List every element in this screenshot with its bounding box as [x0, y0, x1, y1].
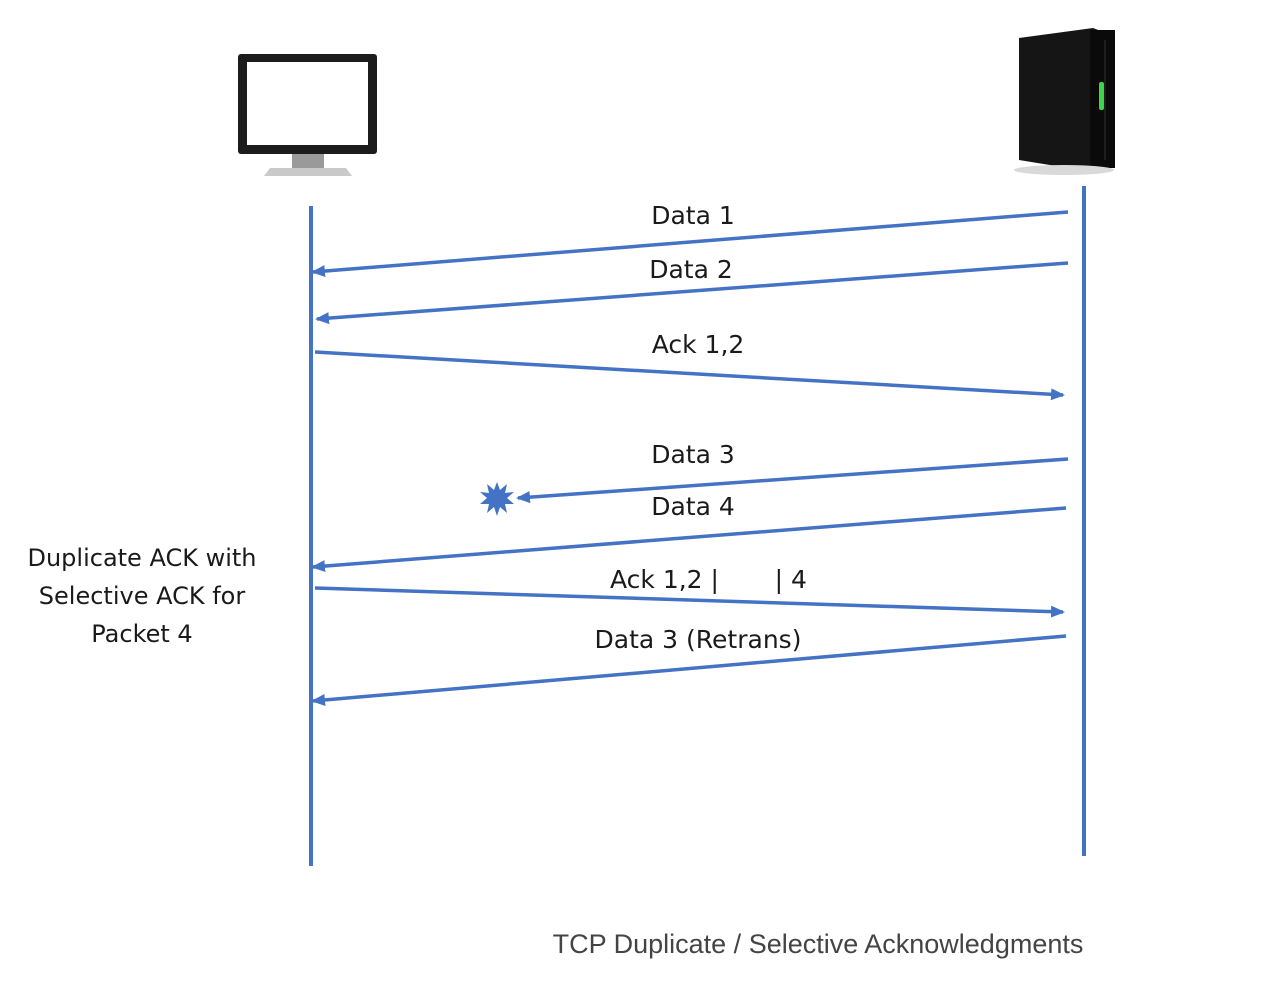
annotation-line: Selective ACK for	[39, 582, 246, 610]
message-ack-1-2: Ack 1,2	[314, 330, 1065, 401]
figure-caption: TCP Duplicate / Selective Acknowledgment…	[553, 929, 1084, 959]
monitor-icon	[238, 54, 377, 176]
annotation-line: Duplicate ACK with	[27, 544, 256, 572]
message-selective-ack: Ack 1,2 | | 4	[314, 565, 1065, 618]
message-label: Data 2	[649, 255, 733, 284]
message-label: Data 3 (Retrans)	[595, 625, 802, 654]
message-label: Data 4	[651, 492, 735, 521]
message-data-4: Data 4	[311, 492, 1067, 573]
message-data-2: Data 2	[315, 255, 1069, 325]
message-label: Data 1	[651, 201, 735, 230]
message-label: Data 3	[651, 440, 735, 469]
packet-loss-burst-icon	[480, 482, 514, 516]
message-data-3-retrans: Data 3 (Retrans)	[311, 625, 1067, 706]
duplicate-ack-annotation: Duplicate ACK with Selective ACK for Pac…	[27, 544, 256, 648]
message-data-3-lost: Data 3	[480, 440, 1069, 516]
message-label: Ack 1,2	[652, 330, 745, 359]
server-tower-icon	[1014, 28, 1115, 175]
message-data-1: Data 1	[311, 201, 1069, 278]
annotation-line: Packet 4	[91, 620, 192, 648]
message-label: Ack 1,2 | | 4	[610, 565, 807, 594]
